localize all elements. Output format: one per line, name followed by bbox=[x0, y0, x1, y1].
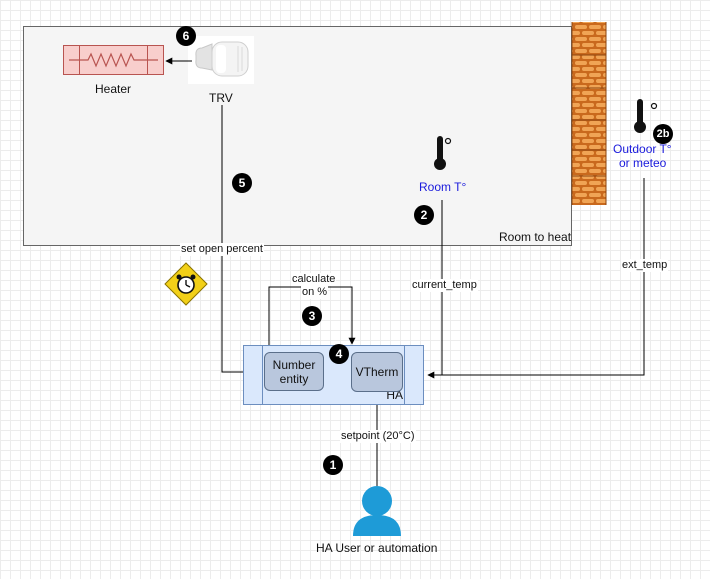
set-open-percent-label: set open percent bbox=[180, 243, 264, 256]
outdoor-sensor-label-line2: or meteo bbox=[619, 156, 667, 170]
room-thermometer-icon bbox=[434, 136, 452, 170]
ext-temp-edge bbox=[427, 178, 645, 379]
step-badge-2b: 2b bbox=[653, 124, 673, 144]
heater-resistor-icon bbox=[69, 52, 158, 68]
heater-label: Heater bbox=[95, 82, 132, 96]
step-badge-4: 4 bbox=[329, 344, 349, 364]
user-icon[interactable] bbox=[353, 486, 401, 536]
schedule-alarm-icon bbox=[164, 262, 208, 306]
calculate-label-line2: on % bbox=[301, 286, 329, 299]
number-entity-box[interactable]: Number entity bbox=[264, 352, 324, 391]
room-label: Room to heat bbox=[499, 230, 572, 244]
vtherm-label: VTherm bbox=[355, 365, 399, 379]
outdoor-sensor-label-line1: Outdoor T° bbox=[613, 142, 672, 156]
brick-wall bbox=[571, 22, 607, 205]
trv-label: TRV bbox=[209, 91, 233, 105]
current-temp-label: current_temp bbox=[411, 279, 478, 292]
room-sensor-label: Room T° bbox=[419, 180, 467, 194]
step-badge-5: 5 bbox=[232, 173, 252, 193]
number-entity-label-line2: entity bbox=[279, 371, 309, 386]
outdoor-thermometer-icon bbox=[634, 99, 658, 133]
number-entity-label-line1: Number bbox=[272, 357, 316, 372]
step-badge-6: 6 bbox=[176, 26, 196, 46]
calculate-label-line1: calculate bbox=[291, 273, 337, 286]
trv-valve-icon[interactable] bbox=[188, 36, 254, 84]
ha-container-right-divider bbox=[404, 346, 405, 404]
step-badge-3: 3 bbox=[302, 306, 322, 326]
ext-temp-label: ext_temp bbox=[621, 259, 669, 272]
ha-container-left-divider bbox=[262, 346, 263, 404]
step-badge-2: 2 bbox=[414, 205, 434, 225]
step-badge-1: 1 bbox=[323, 455, 343, 475]
setpoint-label: setpoint (20°C) bbox=[340, 430, 416, 443]
user-label: HA User or automation bbox=[316, 541, 438, 555]
vtherm-box[interactable]: VTherm bbox=[351, 352, 403, 392]
heater[interactable] bbox=[63, 45, 164, 75]
